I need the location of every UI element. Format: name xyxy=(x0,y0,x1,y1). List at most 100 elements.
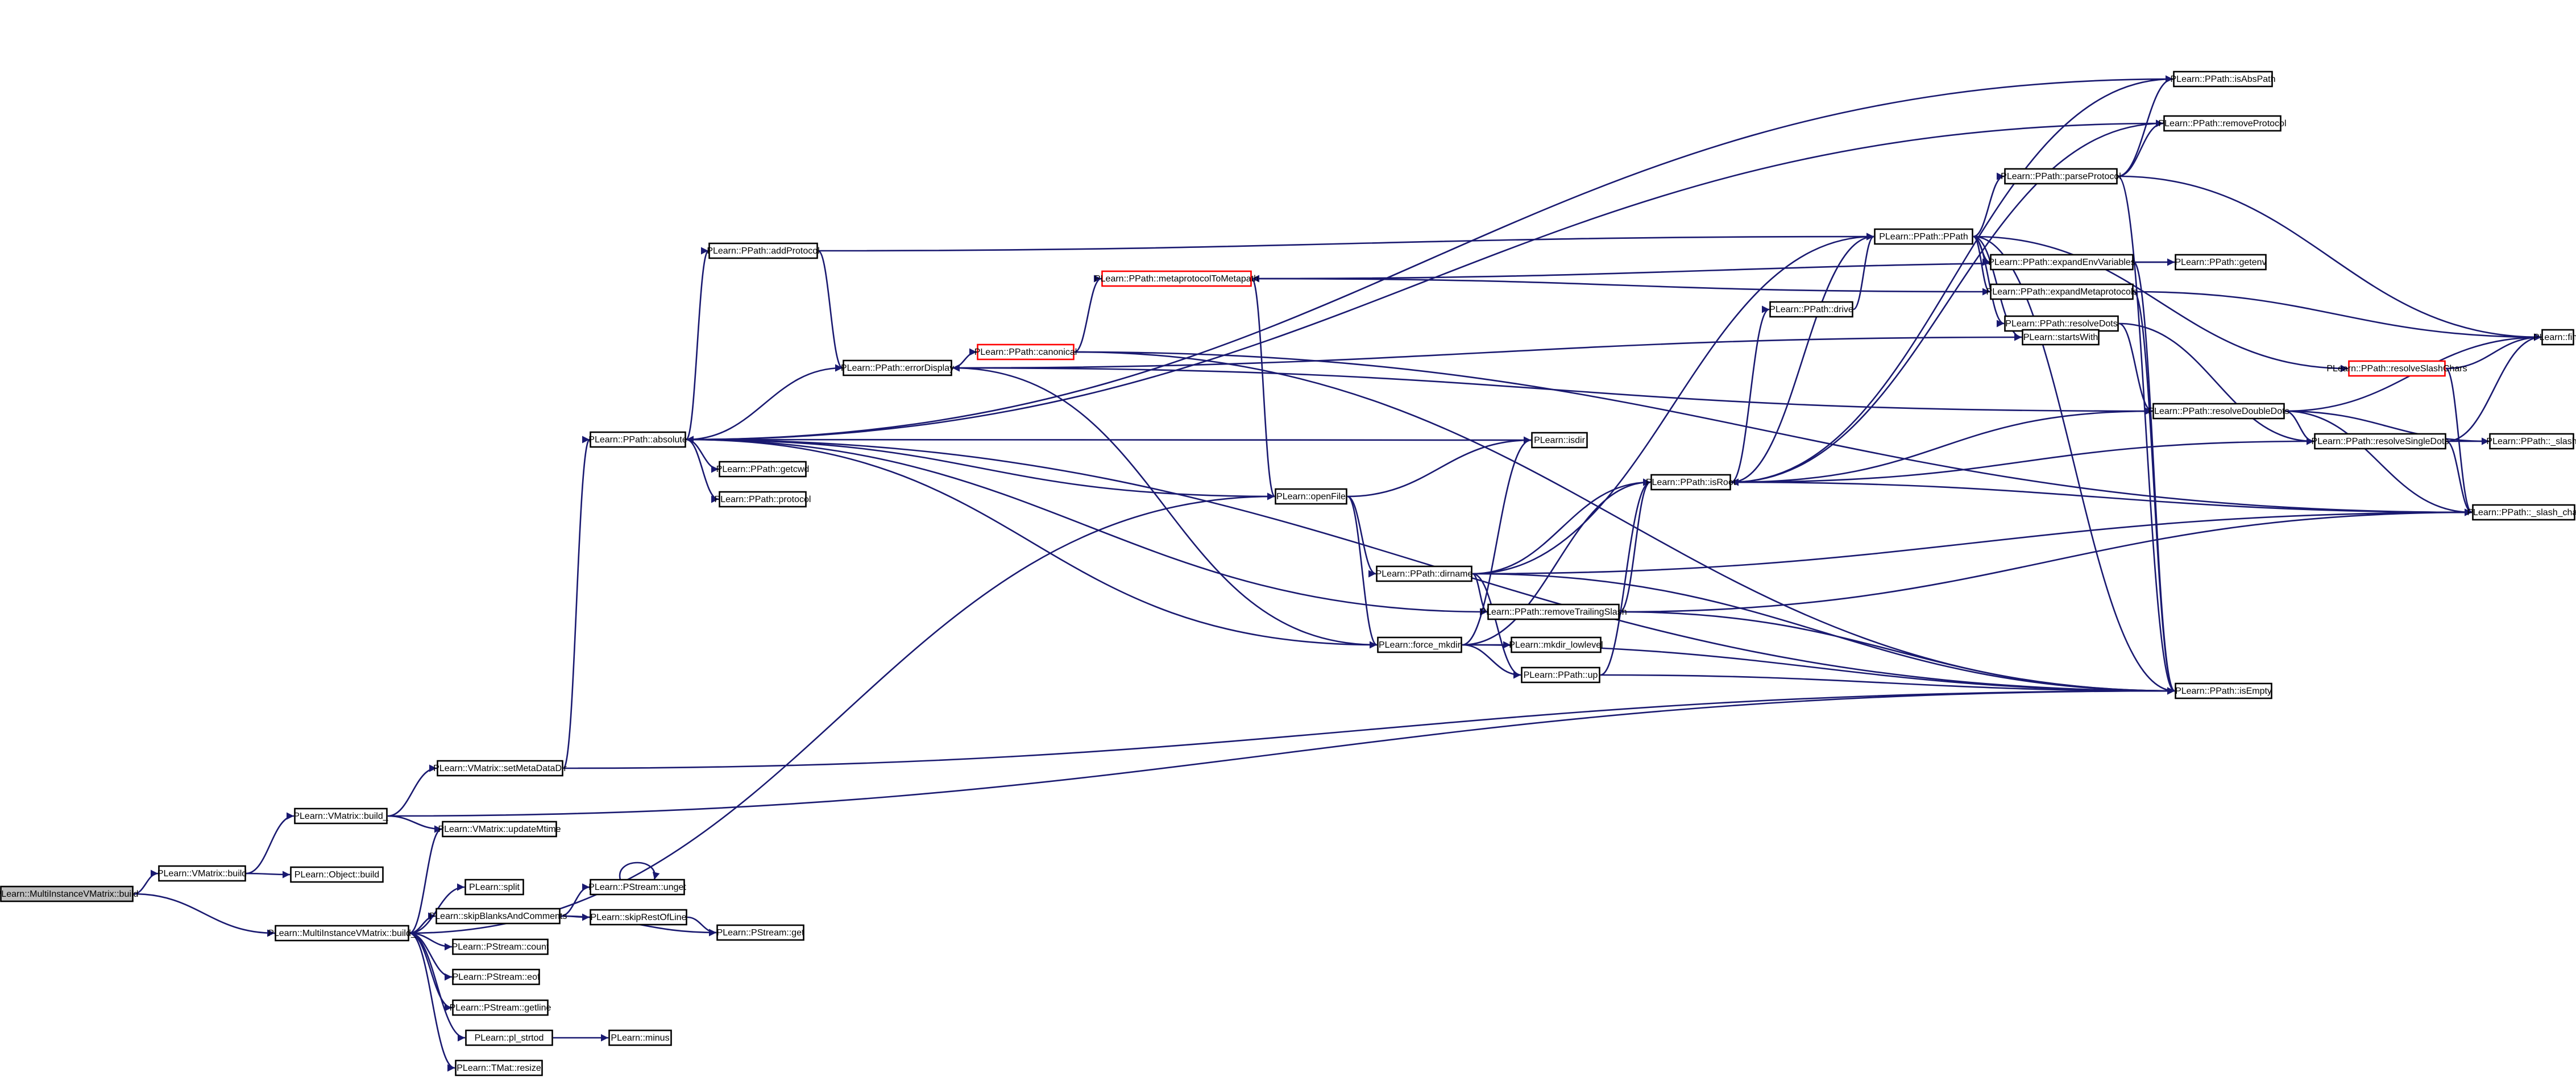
node-resolvesingle[interactable]: PLearn::PPath::resolveSingleDots xyxy=(2312,433,2449,450)
node-skip_rest[interactable]: PLearn::skipRestOfLine xyxy=(590,909,687,926)
node-root[interactable]: PLearn::MultiInstanceVMatrix::build xyxy=(0,885,138,902)
node-box xyxy=(1487,603,1620,620)
edge-set_meta-to-absolute xyxy=(562,436,591,769)
node-strtod[interactable]: PLearn::pl_strtod xyxy=(465,1029,553,1046)
node-box xyxy=(1769,301,1853,318)
node-expandmeta[interactable]: PLearn::PPath::expandMetaprotocols xyxy=(1986,283,2138,300)
node-label: PLearn::PPath::resolveSlashChars xyxy=(2326,364,2467,374)
node-box xyxy=(452,938,549,955)
node-removeprotocol[interactable]: PLearn::PPath::removeProtocol xyxy=(2158,115,2287,132)
edge-errordisplay-to-startswith xyxy=(952,333,2022,369)
node-up[interactable]: PLearn::PPath::up xyxy=(1521,666,1600,684)
node-find[interactable]: PLearn::find xyxy=(2533,329,2576,346)
node-drive[interactable]: PLearn::PPath::drive xyxy=(1769,301,1853,318)
edge-up-to-isroot xyxy=(1600,478,1651,676)
node-errordisplay[interactable]: PLearn::PPath::errorDisplay xyxy=(841,359,954,376)
node-count[interactable]: PLearn::PStream::count xyxy=(452,938,549,955)
node-protocol[interactable]: PLearn::PPath::protocol xyxy=(715,491,811,508)
node-box xyxy=(590,909,687,926)
node-box xyxy=(2152,403,2285,420)
node-isdir[interactable]: PLearn::isdir xyxy=(1531,432,1588,449)
node-parseprotocol[interactable]: PLearn::PPath::parseProtocol xyxy=(2001,168,2121,185)
node-startswith[interactable]: PLearn::startsWith xyxy=(2022,329,2100,346)
node-box xyxy=(608,1029,672,1046)
node-mkdir_lowlevel[interactable]: PLearn::mkdir_lowlevel xyxy=(1509,636,1603,653)
edge-vm_build_-to-update_mtime xyxy=(387,815,442,833)
edge-force_mkdir-to-isroot xyxy=(1462,478,1651,646)
node-dirname[interactable]: PLearn::PPath::dirname xyxy=(1376,565,1473,582)
edge-expandmeta-to-isempty xyxy=(2133,291,2176,695)
node-set_meta[interactable]: PLearn::VMatrix::setMetaDataDir xyxy=(433,760,567,777)
node-ppath[interactable]: PLearn::PPath::PPath xyxy=(1874,228,1973,245)
node-pget[interactable]: PLearn::PStream::get xyxy=(716,924,804,941)
node-label: PLearn::PPath::protocol xyxy=(715,495,811,504)
node-isabspath[interactable]: PLearn::PPath::isAbsPath xyxy=(2171,71,2276,88)
edge-force_mkdir-to-isdir xyxy=(1462,436,1532,646)
node-eof[interactable]: PLearn::PStream::eof xyxy=(452,968,540,985)
edge-resolvedots-to-resolvedouble xyxy=(2118,322,2153,415)
node-vm_build_[interactable]: PLearn::VMatrix::build_ xyxy=(293,807,389,825)
edge-remove_trailing-to-slashchar xyxy=(1619,508,2473,613)
node-force_mkdir[interactable]: PLearn::force_mkdir xyxy=(1377,636,1462,653)
node-obj_build[interactable]: PLearn::Object::build xyxy=(290,866,384,883)
edge-vm_build_-to-set_meta xyxy=(387,764,437,817)
node-box xyxy=(158,865,246,882)
node-isroot[interactable]: PLearn::PPath::isRoot xyxy=(1646,474,1736,491)
node-vm_build[interactable]: PLearn::VMatrix::build xyxy=(157,865,247,882)
node-update_mtime[interactable]: PLearn::VMatrix::updateMtime xyxy=(438,821,561,838)
node-resolvedots[interactable]: PLearn::PPath::resolveDots xyxy=(2004,315,2119,332)
edge-resolveslash-to-find xyxy=(2445,333,2542,370)
node-slashchar[interactable]: PLearn::PPath::_slash_char xyxy=(2467,504,2576,521)
edge-openfile-to-absolute xyxy=(686,436,1275,498)
node-minus[interactable]: PLearn::minus xyxy=(608,1029,672,1046)
node-canonical[interactable]: PLearn::PPath::canonical xyxy=(974,343,1077,361)
node-box xyxy=(1275,488,1347,505)
node-getline[interactable]: PLearn::PStream::getline xyxy=(450,999,551,1016)
node-label: PLearn::PPath::addProtocol xyxy=(707,246,819,256)
edge-force_mkdir-to-absolute xyxy=(686,436,1378,646)
node-openfile[interactable]: PLearn::openFile xyxy=(1275,488,1347,505)
node-resize[interactable]: PLearn::TMat::resize xyxy=(455,1059,543,1076)
edge-openfile-to-force_mkdir xyxy=(1347,495,1378,649)
node-box xyxy=(464,879,524,896)
node-label: PLearn::MultiInstanceVMatrix::build xyxy=(0,889,138,899)
node-getenv[interactable]: PLearn::PPath::getenv xyxy=(2175,254,2267,271)
node-box xyxy=(1990,283,2134,300)
edge-openfile-to-dirname xyxy=(1347,495,1376,578)
node-box xyxy=(1377,636,1462,653)
node-label: PLearn::PPath::canonical xyxy=(974,347,1077,357)
edge-absolute-to-addprotocol xyxy=(685,247,710,441)
node-remove_trailing[interactable]: PLearn::PPath::removeTrailingSlash xyxy=(1480,603,1627,620)
node-getcwd[interactable]: PLearn::PPath::getcwd xyxy=(716,461,810,478)
node-label: PLearn::VMatrix::build_ xyxy=(293,811,388,821)
node-label: PLearn::PPath::isAbsPath xyxy=(2171,74,2276,84)
node-mi_build_[interactable]: PLearn::MultiInstanceVMatrix::build_ xyxy=(268,925,417,942)
edge-mi_build_-to-count xyxy=(409,932,453,951)
node-isempty[interactable]: PLearn::PPath::isEmpty xyxy=(2175,682,2272,699)
node-unget[interactable]: PLearn::PStream::unget xyxy=(588,879,686,896)
edge-resolvesingle-to-slashchar xyxy=(2446,440,2473,516)
node-label: PLearn::PPath::isRoot xyxy=(1646,478,1736,487)
edge-ppath-to-expandmeta xyxy=(1973,235,1990,296)
node-resolveslash[interactable]: PLearn::PPath::resolveSlashChars xyxy=(2326,360,2467,377)
node-slash[interactable]: PLearn::PPath::_slash xyxy=(2486,433,2576,450)
node-label: PLearn::PPath::absolute xyxy=(588,435,687,445)
node-label: PLearn::PStream::getline xyxy=(450,1003,551,1013)
node-box xyxy=(435,908,561,925)
node-box xyxy=(0,885,134,902)
node-box xyxy=(590,431,686,448)
node-box xyxy=(2489,433,2574,450)
node-resolvedouble[interactable]: PLearn::PPath::resolveDoubleDots xyxy=(2148,403,2289,420)
node-box xyxy=(716,924,804,941)
node-absolute[interactable]: PLearn::PPath::absolute xyxy=(588,431,687,448)
edge-dirname-to-ppath xyxy=(1472,233,1874,575)
node-skip_blanks[interactable]: PLearn::skipBlanksAndComments xyxy=(429,908,567,925)
edge-dirname-to-up xyxy=(1472,573,1521,679)
node-addprotocol[interactable]: PLearn::PPath::addProtocol xyxy=(707,242,820,259)
edge-canonical-to-slashchar xyxy=(1074,351,2473,516)
node-box xyxy=(1990,254,2134,271)
node-expandenv[interactable]: PLearn::PPath::expandEnvVariables xyxy=(1988,254,2135,271)
node-split[interactable]: PLearn::split xyxy=(464,879,524,896)
node-metaproto[interactable]: PLearn::PPath::metaprotocolToMetapath xyxy=(1094,270,1259,287)
